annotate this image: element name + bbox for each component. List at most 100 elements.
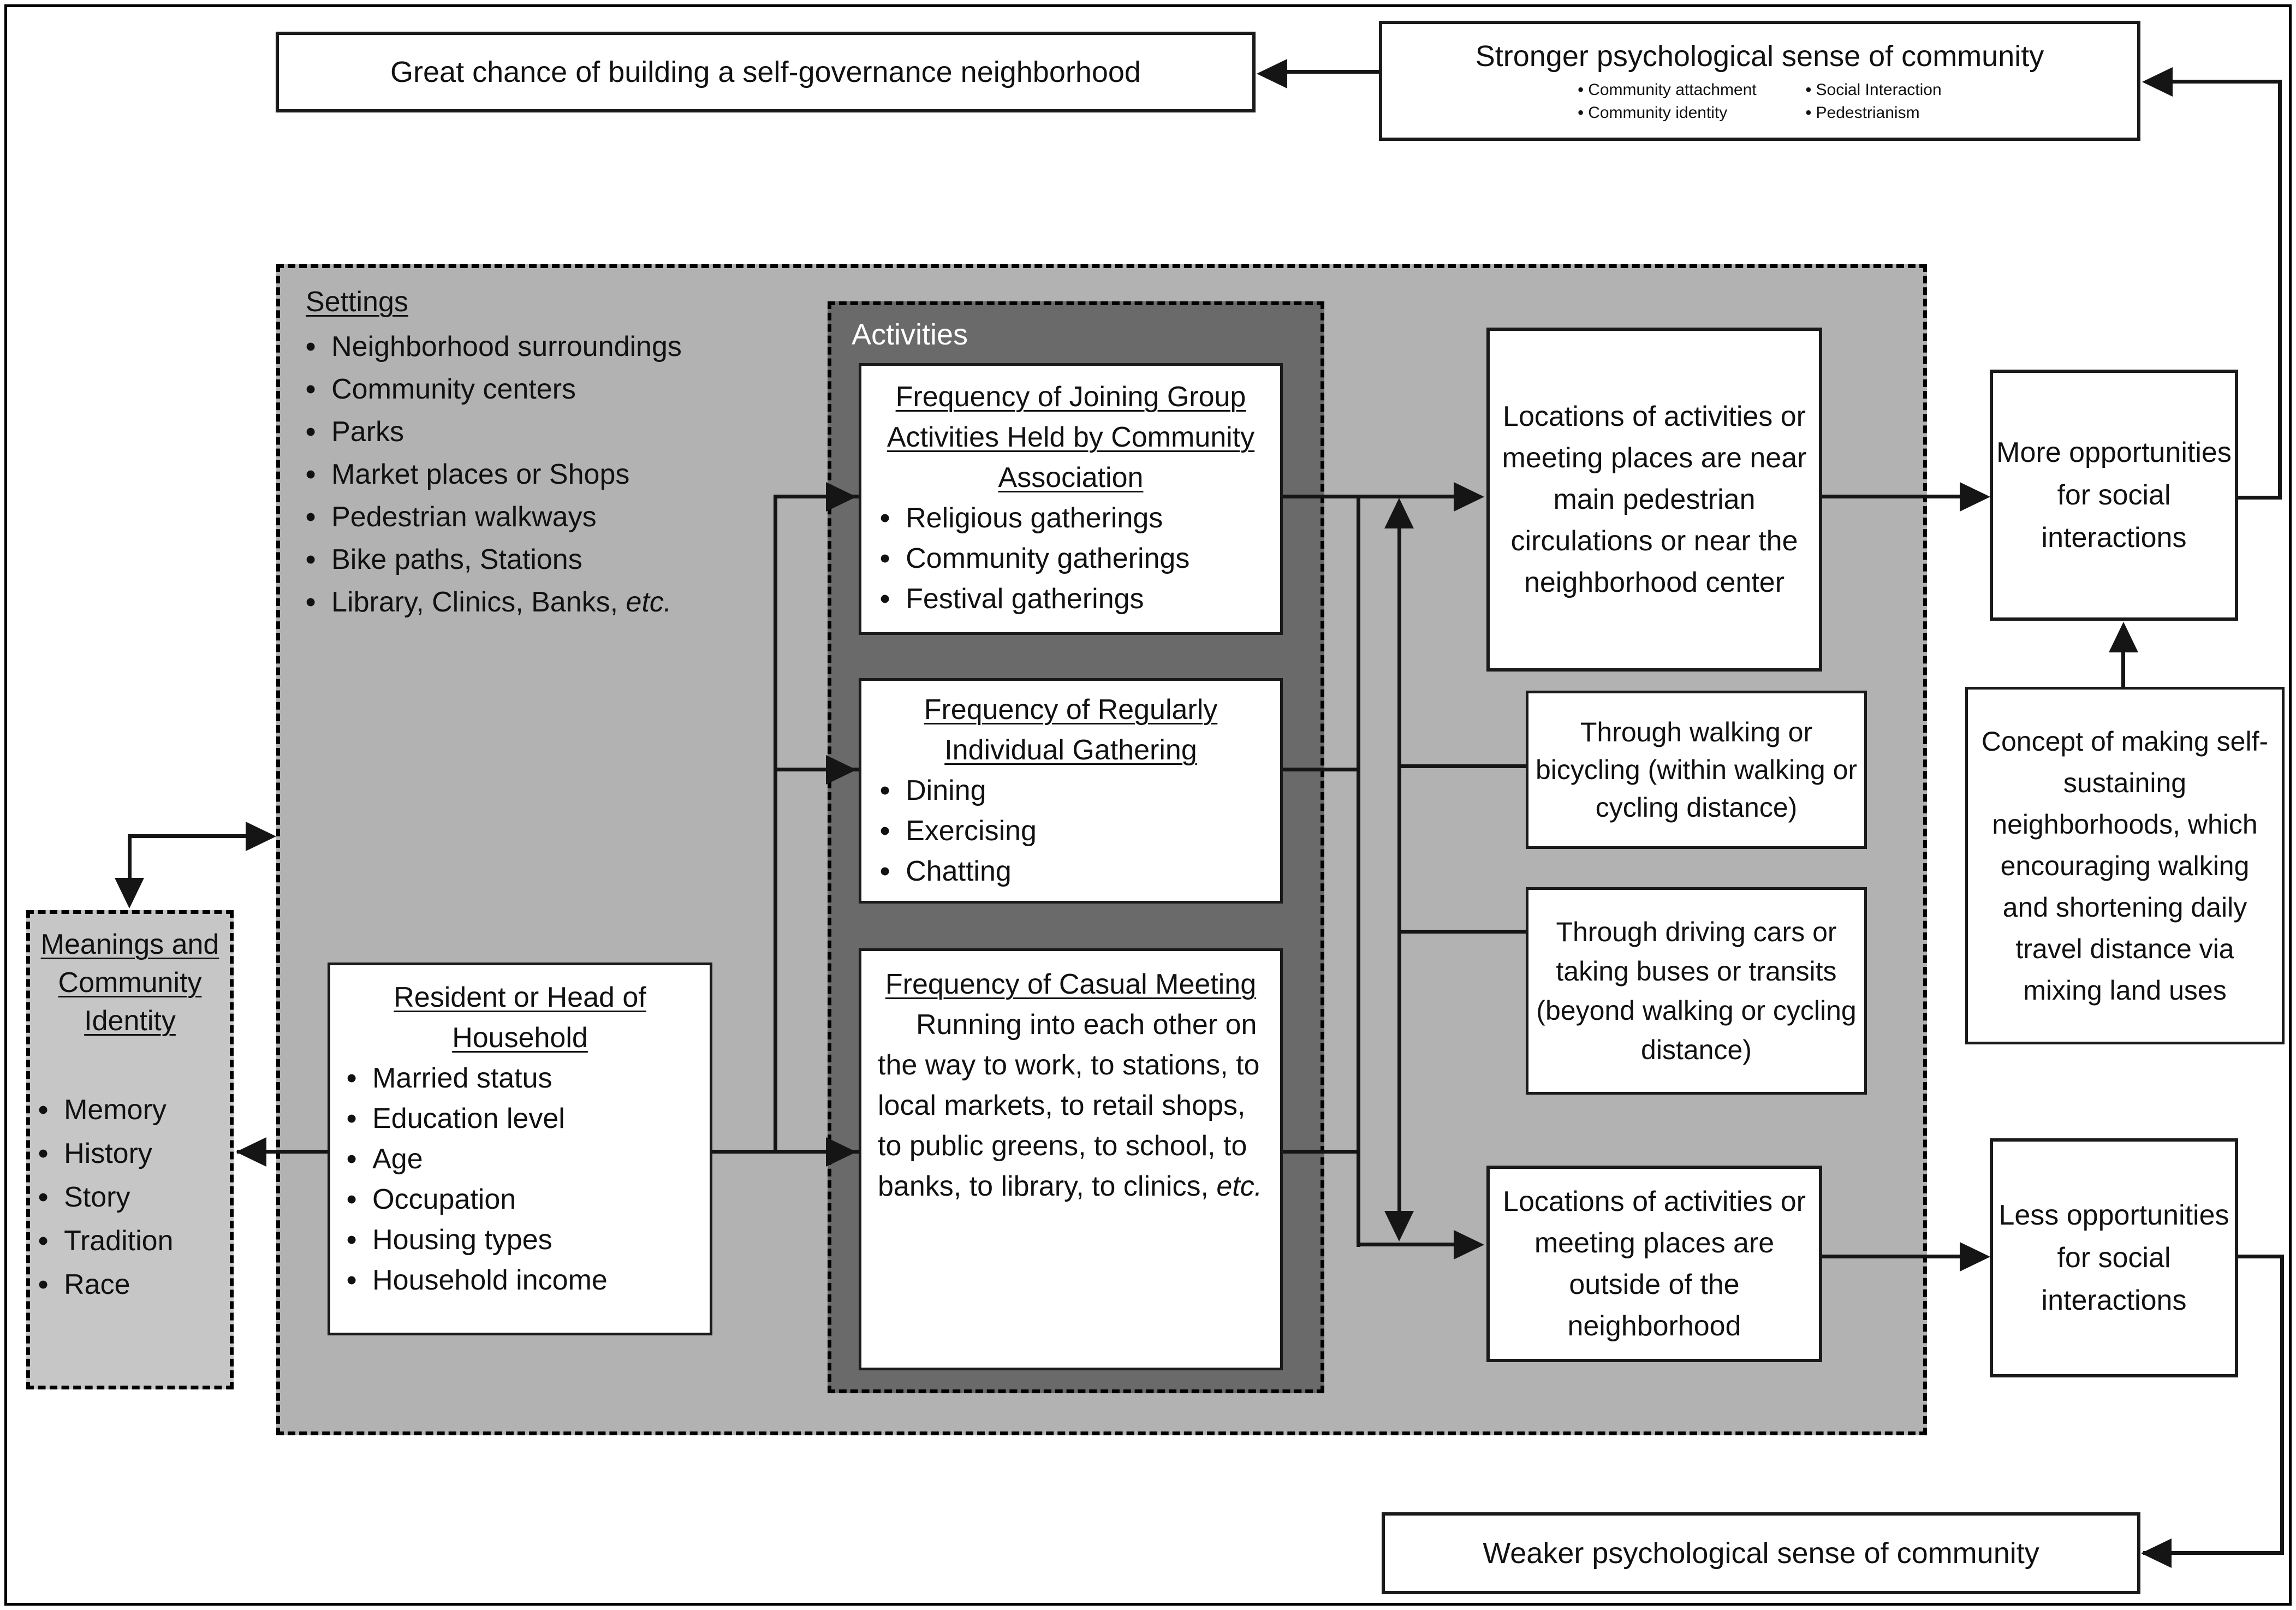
line-settings-elbow-h [129,834,247,838]
line-row4 [1358,1243,1454,1246]
locations-outside-label: Locations of activities or meeting place… [1503,1186,1806,1342]
arrow-into-great-chance-icon [1257,59,1287,88]
box-group-activities: Frequency of Joining Group Activities He… [859,363,1283,635]
casual-meeting-text: Running into each other on the way to wo… [878,1009,1260,1202]
individual-gathering-item: Exercising [880,811,1262,851]
individual-gathering-item: Dining [880,770,1262,811]
settings-content: Settings Neighborhood surroundings Commu… [306,278,1070,623]
arrow-into-locations-outside-icon [1454,1230,1484,1260]
meanings-item: Memory [38,1088,222,1132]
arrow-concept-up-icon [2109,622,2138,652]
weaker-label: Weaker psychological sense of community [1483,1537,2039,1570]
stronger-bullet-list-left: Community attachment Community identity [1578,79,1756,124]
arrow-into-casual-meeting-icon [826,1137,856,1167]
meanings-spacer [38,1040,222,1088]
through-walking-label: Through walking or bicycling (within wal… [1535,716,1858,823]
arrow-into-meanings-top-icon [115,878,144,908]
more-opportunities-label: More opportunities for social interactio… [1996,437,2232,554]
settings-item: Community centers [306,368,1070,411]
line-row3-main-axis [237,1150,1358,1154]
box-less-opportunities: Less opportunities for social interactio… [1990,1138,2238,1377]
activities-label: Activities [852,318,968,351]
settings-item: Parks [306,411,1070,453]
group-activities-item: Religious gatherings [880,498,1262,538]
group-activities-list: Religious gatherings Community gathering… [880,498,1262,619]
line-stub-through-walking [1399,764,1526,768]
stronger-bullet: Community attachment [1578,79,1756,102]
box-individual-gathering: Frequency of Regularly Individual Gather… [859,678,1283,904]
meanings-item: History [38,1132,222,1175]
casual-meeting-title: Frequency of Casual Meeting [885,969,1257,1000]
arrow-into-locations-near-icon [1454,482,1484,512]
great-chance-label: Great chance of building a self-governan… [390,56,1141,88]
resident-title: Resident or Head of Household [394,982,646,1054]
settings-title: Settings [306,286,408,318]
line-bottomright-vertical [2280,1255,2284,1555]
resident-item: Occupation [347,1179,693,1220]
resident-item: Married status [347,1058,693,1098]
box-weaker: Weaker psychological sense of community [1382,1512,2140,1594]
arrow-into-more-opps-icon [1960,482,1990,512]
less-opportunities-label: Less opportunities for social interactio… [1998,1199,2229,1316]
casual-meeting-etc: etc. [1216,1171,1263,1202]
arrow-into-meanings-icon [236,1137,266,1167]
settings-item: Bike paths, Stations [306,538,1070,581]
settings-item: Library, Clinics, Banks, etc. [306,581,1070,623]
stronger-bullet: Pedestrianism [1806,102,1942,124]
box-through-walking: Through walking or bicycling (within wal… [1526,691,1867,849]
arrow-into-stronger-icon [2142,67,2173,97]
settings-item: Pedestrian walkways [306,496,1070,538]
arrow-twoway-up-icon [1384,498,1414,528]
box-casual-meeting: Frequency of Casual Meeting Running into… [859,948,1283,1370]
box-stronger: Stronger psychological sense of communit… [1379,21,2140,141]
arrow-into-weaker-icon [2141,1538,2172,1568]
individual-gathering-item: Chatting [880,851,1262,892]
line-locnear-to-moreopps [1822,495,1962,498]
meanings-list: Memory History Story Tradition Race [38,1088,222,1306]
box-more-opportunities: More opportunities for social interactio… [1990,370,2238,621]
casual-meeting-body: Running into each other on the way to wo… [878,1005,1264,1207]
meanings-item: Tradition [38,1219,222,1263]
resident-item: Household income [347,1260,693,1300]
line-stub-through-driving [1399,930,1526,934]
settings-item: Neighborhood surroundings [306,325,1070,368]
line-topright-vertical [2278,80,2282,500]
meanings-title: Meanings and Community Identity [40,929,219,1037]
arrow-twoway-down-icon [1384,1211,1414,1241]
meanings-item: Story [38,1175,222,1219]
through-driving-label: Through driving cars or taking buses or … [1536,917,1857,1065]
line-locoutside-to-lessopps [1822,1255,1962,1258]
box-resident: Resident or Head of Household Married st… [328,963,712,1335]
settings-item: Market places or Shops [306,453,1070,496]
resident-list: Married status Education level Age Occup… [347,1058,693,1300]
stronger-title: Stronger psychological sense of communit… [1475,40,2044,73]
group-activities-item: Festival gatherings [880,579,1262,619]
individual-gathering-list: Dining Exercising Chatting [880,770,1262,892]
meanings-item: Race [38,1263,222,1306]
arrow-into-settings-icon [246,822,276,851]
individual-gathering-title: Frequency of Regularly Individual Gather… [924,694,1218,766]
stronger-bullet: Community identity [1578,102,1756,124]
line-concept-to-moreopps [2121,647,2125,687]
group-activities-title: Frequency of Joining Group Activities He… [887,381,1255,494]
group-activities-item: Community gatherings [880,538,1262,579]
box-great-chance: Great chance of building a self-governan… [276,32,1256,112]
settings-etc: etc. [626,586,672,618]
locations-near-label: Locations of activities or meeting place… [1502,401,1807,598]
line-settings-elbow-v [128,834,132,880]
settings-item-text: Library, Clinics, Banks, [331,586,618,618]
line-collector-vertical [1357,495,1360,1247]
box-locations-outside: Locations of activities or meeting place… [1486,1166,1822,1362]
arrow-into-less-opps-icon [1960,1242,1990,1272]
resident-item: Age [347,1139,693,1179]
arrow-into-individual-gathering-icon [826,755,856,785]
settings-list: Neighborhood surroundings Community cent… [306,325,1070,623]
arrow-into-group-activities-icon [826,482,856,512]
line-stronger-to-greatchance [1283,70,1379,74]
box-concept: Concept of making self-sustaining neighb… [1965,687,2285,1044]
stronger-bullet-list-right: Social Interaction Pedestrianism [1806,79,1942,124]
stronger-bullet: Social Interaction [1806,79,1942,102]
resident-item: Housing types [347,1220,693,1260]
resident-item: Education level [347,1098,693,1139]
box-meanings: Meanings and Community Identity Memory H… [26,910,234,1389]
